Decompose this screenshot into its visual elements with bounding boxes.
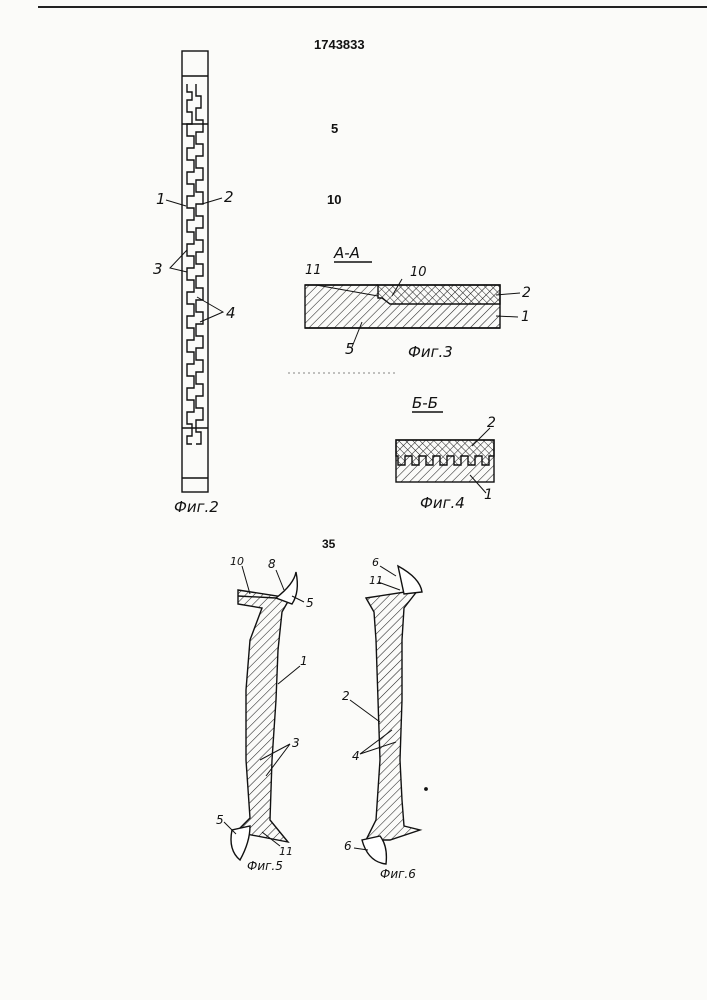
fig2-label-4: 4 [226,306,236,321]
fig4-section-label: Б-Б [412,396,438,411]
fig5-label-8: 8 [268,558,276,570]
fig6-label-6-top: 6 [372,557,379,568]
fig3-label-1: 1 [521,310,530,324]
fig5-label-5-top: 5 [306,597,314,609]
fig3-caption: Фиг.3 [408,345,453,360]
fig6-label-11: 11 [369,575,383,586]
fig5-drawing [224,566,304,860]
fig5-label-5-bottom: 5 [216,814,224,826]
fig3-label-2: 2 [522,286,531,300]
fig2-label-3: 3 [153,262,163,277]
fig2-caption: Фиг.2 [174,500,219,515]
fig6-label-2: 2 [342,690,350,702]
fig6-label-6-bottom: 6 [344,840,352,852]
fig2-label-2: 2 [224,190,234,205]
fig3-drawing [288,262,520,373]
fig3-label-11: 11 [305,264,322,277]
fig4-drawing [396,412,494,493]
fig5-label-11: 11 [279,846,293,857]
fig5-label-10: 10 [230,556,244,567]
fig5-caption: Фиг.5 [247,860,283,872]
fig6-label-4: 4 [352,750,360,762]
fig6-drawing [350,566,427,864]
fig3-label-10: 10 [410,266,427,279]
fig3-section-label: А-А [334,246,360,261]
fig5-label-3: 3 [292,737,300,749]
fig4-label-1: 1 [484,488,493,502]
fig4-label-2: 2 [487,416,496,430]
fig6-caption: Фиг.6 [380,868,416,880]
fig3-label-5: 5 [345,342,355,357]
fig4-caption: Фиг.4 [420,496,465,511]
fig5-label-1: 1 [300,655,308,667]
fig2-label-1: 1 [156,192,166,207]
fig2-drawing [166,51,223,492]
